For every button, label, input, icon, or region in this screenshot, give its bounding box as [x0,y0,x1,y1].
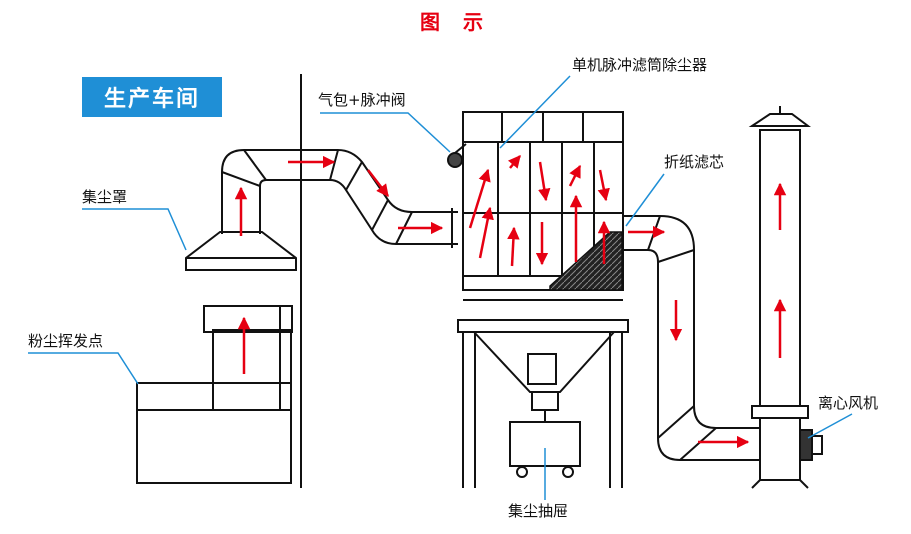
label-pleated-filter: 折纸滤芯 [664,153,725,171]
dust-hood [185,231,297,271]
label-cartridge-collector: 单机脉冲滤筒除尘器 [572,56,708,74]
label-centrifugal-fan: 离心风机 [818,394,879,412]
dust-source-bench [136,305,293,484]
pleated-filter-cartridge [549,231,623,291]
label-dust-source: 粉尘挥发点 [28,332,104,350]
label-leader-lines [28,75,853,500]
outlet-duct [623,215,760,461]
label-pulse-valve: 气包+脉冲阀 [318,91,406,109]
pulse-valve [447,143,467,168]
label-dust-hood: 集尘罩 [82,188,128,206]
airflow-arrows [234,155,787,449]
exhaust-stack [748,106,811,489]
workshop-badge: 生产车间 [82,77,222,117]
centrifugal-fan [799,429,823,461]
label-dust-drawer: 集尘抽屉 [508,502,569,520]
inlet-duct [221,149,458,248]
collector-hopper [457,319,629,488]
diagram-title: 图 示 [420,10,491,34]
